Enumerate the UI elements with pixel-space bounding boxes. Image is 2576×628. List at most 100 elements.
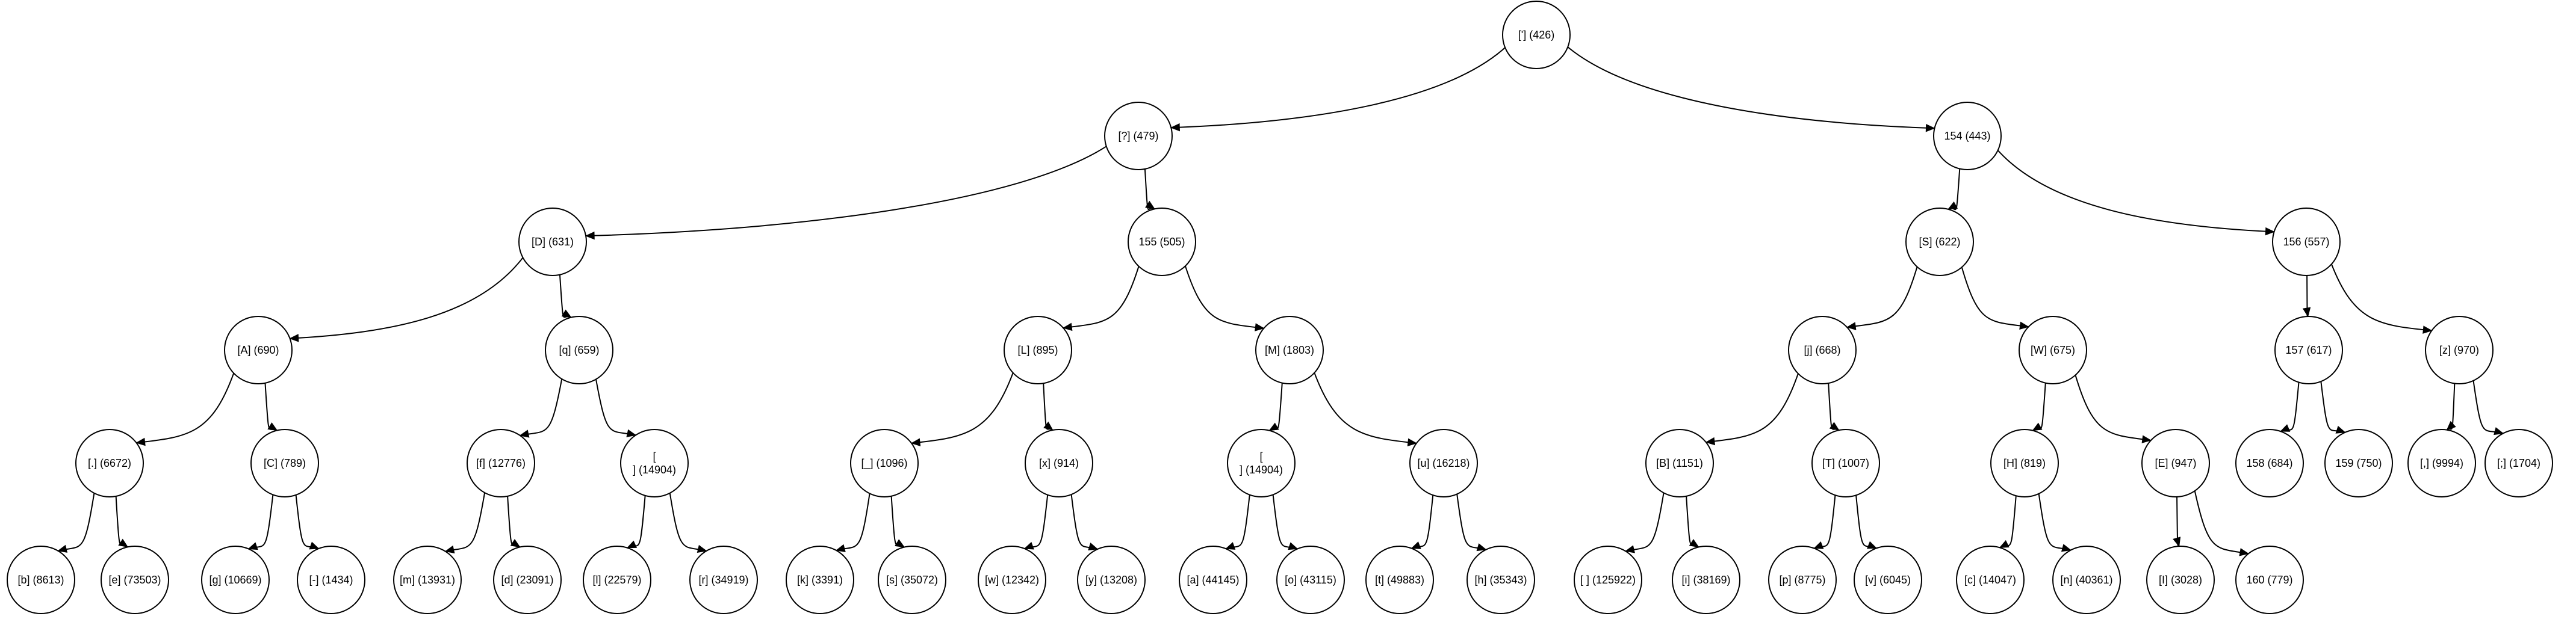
arrowhead-n16-n33 bbox=[247, 542, 258, 550]
arrowhead-n1-n3 bbox=[585, 231, 595, 240]
node-circle bbox=[850, 429, 919, 497]
edge-n22-n45 bbox=[1411, 495, 1434, 549]
node-label: [E] (947) bbox=[2155, 457, 2196, 469]
arrowhead-n14-n30 bbox=[2494, 427, 2504, 436]
arrowhead-n12-n26 bbox=[2141, 435, 2152, 443]
node-circle bbox=[1077, 546, 1146, 614]
node-label: [L] (895) bbox=[1017, 344, 1058, 356]
tree-node: [v] (6045) bbox=[1854, 546, 1922, 614]
node-circle bbox=[2274, 316, 2343, 384]
node-label: [n] (40361) bbox=[2060, 574, 2112, 586]
arrowhead-n13-n28 bbox=[2335, 425, 2346, 434]
node-label: [a] (44145) bbox=[1187, 574, 1239, 586]
edge-n12-n26 bbox=[2075, 374, 2151, 442]
tree-node: 160 (779) bbox=[2235, 546, 2304, 614]
edge-n23-n48 bbox=[1686, 496, 1699, 548]
node-label: 157 (617) bbox=[2285, 344, 2332, 356]
arrowhead-n9-n19 bbox=[910, 438, 921, 446]
node-label: 160 (779) bbox=[2246, 574, 2292, 586]
tree-node: [I] (3028) bbox=[2146, 546, 2215, 614]
edge-n24-n49 bbox=[1814, 495, 1836, 549]
node-label: [g] (10669) bbox=[209, 574, 261, 586]
tree-node: [H] (819) bbox=[1990, 429, 2059, 497]
node-circle bbox=[1811, 429, 1880, 497]
arrowhead-n9-n20 bbox=[1043, 421, 1054, 431]
node-label: ] (14904) bbox=[1240, 464, 1283, 476]
node-circle bbox=[878, 546, 946, 614]
tree-node: 157 (617) bbox=[2274, 316, 2343, 384]
arrowhead-n23-n48 bbox=[1689, 538, 1699, 548]
nodes-layer: ['] (426)[?] (479)154 (443)[D] (631)155 … bbox=[7, 1, 2553, 614]
edge-n4-n10 bbox=[1184, 265, 1264, 329]
tree-node: [E] (947) bbox=[2141, 429, 2210, 497]
edge-n1-n3 bbox=[586, 144, 1109, 237]
arrowhead-n3-n8 bbox=[561, 309, 572, 318]
node-label: [d] (23091) bbox=[501, 574, 553, 586]
tree-node: [b] (8613) bbox=[7, 546, 75, 614]
edge-n21-n43 bbox=[1226, 494, 1250, 550]
node-circle bbox=[7, 546, 75, 614]
node-label: [y] (13208) bbox=[1085, 574, 1137, 586]
arrowhead-n11-n24 bbox=[1829, 422, 1840, 431]
arrowhead-n6-n13 bbox=[2302, 307, 2311, 318]
node-label: [l] (22579) bbox=[592, 574, 641, 586]
tree-node: [?] (479) bbox=[1104, 102, 1173, 170]
edge-n15-n31 bbox=[58, 493, 95, 552]
arrowhead-n23-n47 bbox=[1625, 545, 1635, 553]
node-label: [j] (668) bbox=[1804, 344, 1840, 356]
edge-n16-n34 bbox=[295, 494, 319, 549]
edge-n5-n11 bbox=[1847, 265, 1918, 328]
tree-node: [S] (622) bbox=[1905, 208, 1974, 276]
node-circle bbox=[2052, 546, 2121, 614]
node-label: [ ] (125922) bbox=[1580, 574, 1636, 586]
tree-node: [W] (675) bbox=[2019, 316, 2087, 384]
arrowhead-n8-n18 bbox=[626, 429, 637, 437]
tree-node: [l] (22579) bbox=[583, 546, 651, 614]
edge-n10-n22 bbox=[1313, 371, 1417, 444]
tree-node: [D] (631) bbox=[518, 208, 587, 276]
node-label: [ bbox=[653, 451, 656, 463]
node-circle bbox=[1409, 429, 1478, 497]
node-label: [S] (622) bbox=[1919, 236, 1960, 248]
edge-n18-n38 bbox=[669, 493, 707, 552]
node-circle bbox=[2146, 546, 2215, 614]
edge-n7-n16 bbox=[264, 383, 278, 431]
arrowhead-n11-n23 bbox=[1705, 437, 1716, 446]
node-circle bbox=[1854, 546, 1922, 614]
arrowhead-n12-n25 bbox=[2032, 422, 2043, 431]
arrowhead-n5-n11 bbox=[1846, 322, 1857, 330]
arrowhead-n18-n38 bbox=[697, 544, 707, 553]
arrowhead-n10-n22 bbox=[1407, 438, 1418, 447]
node-circle bbox=[101, 546, 169, 614]
node-label: [u] (16218) bbox=[1417, 457, 1470, 469]
arrowhead-n22-n46 bbox=[1476, 543, 1487, 552]
arrowhead-n24-n49 bbox=[1813, 541, 1824, 549]
edge-n5-n12 bbox=[1961, 266, 2029, 328]
tree-node: [M] (1803) bbox=[1255, 316, 1324, 384]
node-label: [c] (14047) bbox=[1964, 574, 2016, 586]
tree-node: [y] (13208) bbox=[1077, 546, 1146, 614]
node-circle bbox=[2484, 429, 2553, 497]
arrowhead-n18-n37 bbox=[626, 540, 638, 549]
node-label: [r] (34919) bbox=[698, 574, 748, 586]
tree-node: [j] (668) bbox=[1788, 316, 1857, 384]
tree-node: [T] (1007) bbox=[1811, 429, 1880, 497]
tree-node: 158 (684) bbox=[2235, 429, 2304, 497]
tree-node: 159 (750) bbox=[2324, 429, 2393, 497]
arrowhead-n2-n5 bbox=[1948, 201, 1958, 210]
edge-n12-n25 bbox=[2032, 383, 2046, 431]
node-circle bbox=[518, 208, 587, 276]
arrowhead-n15-n31 bbox=[57, 544, 68, 553]
arrowhead-n26-n54 bbox=[2239, 548, 2250, 556]
node-circle bbox=[1933, 102, 2002, 170]
arrowhead-n17-n36 bbox=[510, 538, 521, 548]
node-circle bbox=[2425, 316, 2494, 384]
node-circle bbox=[1255, 316, 1324, 384]
arrowhead-n21-n44 bbox=[1288, 542, 1299, 550]
node-circle bbox=[250, 429, 319, 497]
node-circle bbox=[297, 546, 365, 614]
node-label: [T] (1007) bbox=[1822, 457, 1869, 469]
edge-n7-n15 bbox=[136, 372, 235, 444]
node-circle bbox=[978, 546, 1046, 614]
node-circle bbox=[224, 316, 293, 384]
